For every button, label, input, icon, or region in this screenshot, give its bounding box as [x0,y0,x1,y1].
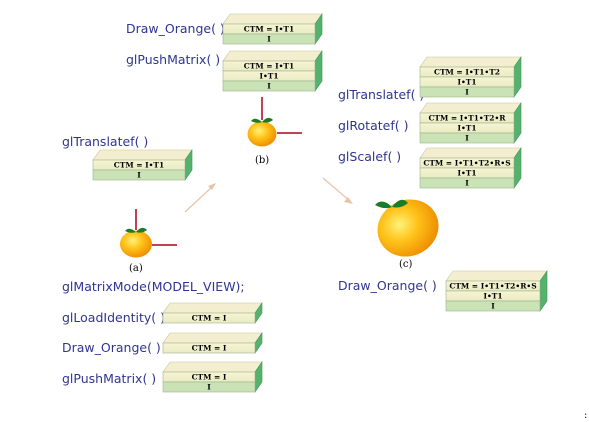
stack-row-label: I [207,383,211,392]
stack-row-label: CTM = I•T1 [244,62,294,71]
stack-a-translate: CTM = I•T1I [92,149,193,181]
cmd-load-identity: glLoadIdentity( ) [62,310,165,325]
stack-row-label: CTM = I•T1•T2•R [428,114,506,123]
cmd-push-matrix-b: glPushMatrix( ) [126,52,220,67]
stack-row-label: CTM = I•T1•T2•R•S [449,282,536,291]
stack-b-draw: CTM = I•T1I [222,13,323,45]
stack-row [162,342,256,354]
cmd-draw-orange-c: Draw_Orange( ) [338,278,437,293]
cmd-matrix-mode: glMatrixMode(MODEL_VIEW); [62,279,245,294]
stack-row-label: I•T1 [457,124,476,133]
orange-leaf-b [251,117,273,123]
corner-mark: : [584,410,587,421]
cmd-scale-c: glScalef( ) [338,149,401,164]
label-c: (c) [399,259,413,270]
stack-c-draw: CTM = I•T1•T2•R•SI•T1I [445,270,548,312]
orange-body-c [377,199,439,257]
stack-row [419,177,515,189]
orange-body-a [120,230,152,258]
stack-row [92,169,186,181]
stack-top-face [419,147,522,159]
stack-top-face [162,302,263,314]
cmd-draw-orange-1: Draw_Orange( ) [62,340,161,355]
stack-row [222,33,316,45]
stack-row [162,312,256,324]
stack-row [222,80,316,92]
stack-c-translate: CTM = I•T1•T2I•T1I [419,56,522,98]
stack-row-label: CTM = I•T1 [114,161,164,170]
orange-c [375,199,439,257]
stack-c-scale: CTM = I•T1•T2•R•SI•T1I [419,147,522,189]
orange-leaf-c [375,199,408,209]
stack-load-identity: CTM = I [162,302,263,324]
stack-top-face [419,56,522,68]
orange-leaf-a [125,227,147,233]
stack-row-label: I•T1 [457,78,476,87]
stack-c-rotate: CTM = I•T1•T2•RI•T1I [419,102,522,144]
stack-row-label: CTM = I [192,373,227,382]
stack-row-label: CTM = I•T1 [244,25,294,34]
label-a: (a) [129,263,143,274]
cmd-push-matrix-1: glPushMatrix( ) [62,371,156,386]
cmd-translate-a: glTranslatef( ) [62,134,148,149]
stack-top-face [419,102,522,114]
stack-row-label: I [465,179,469,188]
stack-row-label: I•T1 [483,292,502,301]
stack-top-face [222,13,323,25]
arrow-a-to-b [184,183,216,213]
cmd-rotate-c: glRotatef( ) [338,118,408,133]
stack-row-label: I•T1 [259,72,278,81]
stack-row-label: I [465,134,469,143]
cmd-draw-orange-b: Draw_Orange( ) [126,21,225,36]
stack-row-label: I [137,171,141,180]
stack-row-label: I [491,302,495,311]
stack-top-face [92,149,193,161]
label-b: (b) [255,155,269,166]
arrow-b-to-c [322,177,353,204]
stack-row [162,381,256,393]
stack-row-label: I [267,35,271,44]
stack-b-push: CTM = I•T1I•T1I [222,50,323,92]
stack-row-label: I [465,88,469,97]
stack-top-face [445,270,548,282]
stack-top-face [222,50,323,62]
stack-row [419,132,515,144]
orange-a [120,209,177,258]
cmd-translate-c: glTranslatef( ) [338,87,424,102]
orange-b [247,97,302,147]
stack-row-label: I [267,82,271,91]
stack-draw-orange: CTM = I [162,332,263,354]
stack-row-label: I•T1 [457,169,476,178]
stack-row-label: CTM = I [192,314,227,323]
stack-row-label: CTM = I•T1•T2 [434,68,500,77]
stack-push-matrix: CTM = II [162,361,263,393]
stack-row [419,86,515,98]
stack-top-face [162,361,263,373]
stack-row-label: CTM = I•T1•T2•R•S [423,159,510,168]
stack-row-label: CTM = I [192,344,227,353]
stack-row [445,300,541,312]
stack-top-face [162,332,263,344]
orange-body-b [247,121,277,147]
